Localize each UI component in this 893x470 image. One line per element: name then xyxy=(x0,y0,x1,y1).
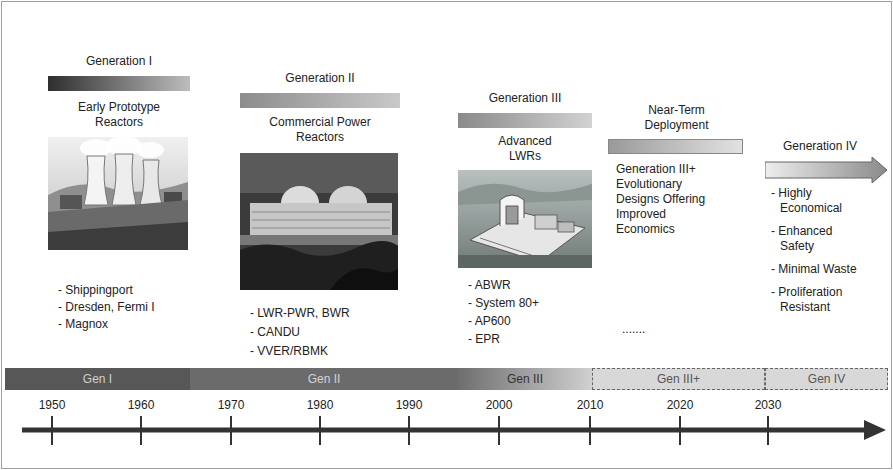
bullet-item: - VVER/RBMK xyxy=(250,344,398,359)
bullet-item: - Highly Economical xyxy=(771,186,859,216)
bullet-item: - Shippingport xyxy=(58,283,188,298)
timeline-arrowhead xyxy=(864,420,886,440)
arrow-shape xyxy=(765,157,888,183)
subtitle: Early Prototype Reactors xyxy=(63,100,175,130)
bullet-item: - ABWR xyxy=(468,278,592,293)
generation-bar: Generation I xyxy=(48,76,190,91)
generation-arrow: Generation IV xyxy=(765,157,888,183)
generation-bar: Near-Term Deployment xyxy=(608,139,743,154)
year-label: 2020 xyxy=(658,398,702,413)
year-label: 1980 xyxy=(298,398,342,413)
generation-heading: Near-Term Deployment xyxy=(632,103,722,133)
year-label: 1970 xyxy=(209,398,253,413)
year-label: 1950 xyxy=(30,398,74,413)
timeline-axis xyxy=(22,428,866,433)
generation-heading: Generation I xyxy=(48,54,190,69)
bullet-item: - EPR xyxy=(468,332,592,347)
ellipsis: ....... xyxy=(622,322,682,337)
band-label: Gen I xyxy=(83,372,112,387)
timeline-ticks xyxy=(52,416,768,445)
timeline-band: Gen I xyxy=(5,368,190,390)
generation-heading: Generation II xyxy=(240,71,400,86)
timeline-band: Gen II xyxy=(190,368,458,390)
subtitle: Advanced LWRs xyxy=(485,134,565,164)
description: Generation III+ Evolutionary Designs Off… xyxy=(616,162,724,237)
year-label: 2010 xyxy=(568,398,612,413)
commercial-plant-photo xyxy=(240,153,398,290)
band-label: Gen III xyxy=(507,372,543,387)
year-label: 1990 xyxy=(387,398,431,413)
timeline-band: Gen III+ xyxy=(592,368,765,390)
bullet-item: - Minimal Waste xyxy=(771,262,859,277)
arrow-body xyxy=(765,157,887,183)
band-label: Gen IV xyxy=(808,372,845,387)
year-label: 1960 xyxy=(119,398,163,413)
timeline-band: Gen IV xyxy=(765,368,888,390)
timeline-band: Gen III xyxy=(458,368,592,390)
bullet-item: - Dresden, Fermi I xyxy=(58,300,188,315)
bullet-item: - Proliferation Resistant xyxy=(771,285,859,315)
bullet-item: - Enhanced Safety xyxy=(771,224,859,254)
band-label: Gen III+ xyxy=(657,372,700,387)
bullet-item: - CANDU xyxy=(250,325,398,340)
advanced-lwr-cutaway xyxy=(458,170,592,268)
band-label: Gen II xyxy=(308,372,341,387)
bullet-item: - Magnox xyxy=(58,317,188,332)
generation-heading: Generation III xyxy=(458,91,592,106)
generation-heading: Generation IV xyxy=(765,139,875,154)
bullet-item: - LWR-PWR, BWR xyxy=(250,306,398,321)
generation-bar: Generation II xyxy=(240,93,400,108)
bullet-item: - AP600 xyxy=(468,314,592,329)
generation-bar: Generation III xyxy=(458,113,592,128)
bullet-item: - System 80+ xyxy=(468,296,592,311)
year-label: 2030 xyxy=(746,398,790,413)
prototype-photo xyxy=(48,137,188,250)
year-label: 2000 xyxy=(477,398,521,413)
subtitle: Commercial Power Reactors xyxy=(258,115,382,145)
